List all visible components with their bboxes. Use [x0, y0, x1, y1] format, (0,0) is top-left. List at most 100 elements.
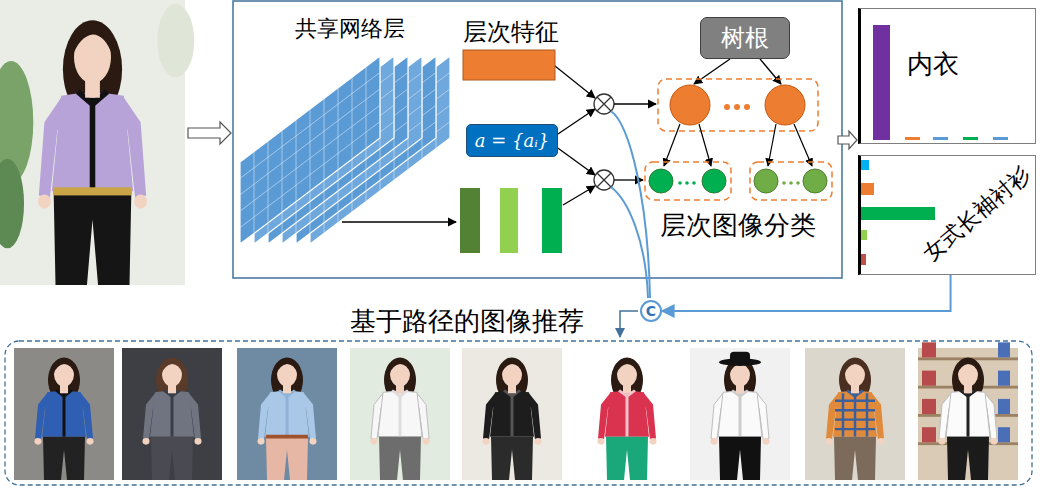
- ellipsis-dot: [724, 104, 730, 110]
- node-text: 共享网络层: [295, 16, 405, 42]
- attention-box: a = {aᵢ}: [466, 124, 559, 157]
- result-photo: [161, 358, 183, 374]
- score-bar: [861, 183, 874, 195]
- result-photo: [844, 358, 866, 374]
- score-bar: [861, 207, 935, 220]
- result-photo: [511, 393, 514, 436]
- feature-map: [296, 120, 297, 202]
- feature-map: [310, 109, 311, 191]
- framework-frame: [233, 1, 842, 278]
- feature-bar: [500, 188, 518, 253]
- result-photo: [35, 438, 42, 445]
- result-photo: [826, 438, 833, 445]
- ellipsis-dot: [685, 181, 689, 185]
- class-node: [803, 169, 827, 193]
- class-node: [670, 85, 710, 125]
- node-text: 层次特征: [455, 18, 567, 47]
- hollow-arrow: [838, 131, 857, 149]
- tree-edge: [699, 124, 711, 166]
- class-node: [754, 169, 778, 193]
- result-photo: [423, 438, 430, 445]
- result-photo: [998, 371, 1010, 386]
- tree-edge: [768, 124, 776, 166]
- result-photo: [389, 358, 411, 374]
- node-text: 树根: [721, 24, 769, 53]
- path-connector: [662, 275, 951, 311]
- tree-edge: [794, 124, 812, 166]
- result-photo: [866, 393, 869, 436]
- ellipsis-dot: [782, 181, 786, 185]
- feature-map: [254, 151, 255, 233]
- result-photo: [462, 348, 562, 480]
- result-photo: [922, 427, 936, 442]
- result-photo: [258, 438, 265, 445]
- query-photo: [90, 98, 96, 192]
- result-photo: [947, 437, 989, 480]
- result-photo: [805, 348, 905, 480]
- product-symbol: [597, 173, 611, 187]
- result-photo: [276, 358, 298, 374]
- flow-arrow: [555, 66, 595, 98]
- result-photo: [350, 348, 450, 480]
- score-bar: [861, 160, 869, 170]
- result-photo: [998, 399, 1010, 414]
- query-photo: [157, 4, 194, 77]
- feature-map: [282, 130, 283, 212]
- result-photo: [922, 399, 936, 414]
- dashed-group: [658, 79, 818, 131]
- class-node: [765, 85, 805, 125]
- shared-layer-stack: 共享网络层: [240, 16, 455, 256]
- query-photo: [38, 194, 51, 208]
- result-photo: [87, 438, 94, 445]
- ellipsis-dot: [678, 181, 682, 185]
- feature-map: [338, 88, 339, 170]
- result-photo: [922, 371, 936, 386]
- result-photo: [14, 348, 114, 480]
- result-photo: [171, 393, 174, 436]
- feature-map: [366, 67, 367, 149]
- result-photo: [805, 348, 905, 480]
- result-photo: [939, 438, 946, 445]
- result-photo: [143, 438, 150, 445]
- result-photo: [371, 438, 378, 445]
- feature-map: [324, 98, 325, 180]
- result-photo: [606, 437, 648, 480]
- feature-map: [240, 56, 380, 244]
- label-holder: 层次图像分类: [660, 210, 816, 241]
- result-photo: [957, 358, 979, 374]
- result-photo: [577, 348, 677, 480]
- result-photo: [626, 393, 629, 436]
- result-photo: [967, 393, 970, 436]
- flow-arrow: [614, 103, 656, 104]
- query-photo: [0, 159, 24, 249]
- flow-arrow: [342, 221, 456, 222]
- product-symbol: [597, 97, 611, 111]
- result-photo: [286, 393, 289, 436]
- ellipsis-dot: [744, 104, 750, 110]
- feature-map: [240, 105, 380, 211]
- result-photo: [922, 342, 936, 357]
- score-bar: [963, 137, 978, 140]
- result-photo: [730, 352, 750, 362]
- class-node: [702, 169, 726, 193]
- result-photo: [43, 437, 85, 480]
- score-chart: 女式长袖衬衫: [858, 155, 1036, 275]
- query-photo: [0, 0, 194, 285]
- hierarchical-feature: 层次特征: [455, 18, 567, 82]
- score-bar: [861, 254, 866, 265]
- result-photo: [483, 438, 490, 445]
- result-photo: [834, 437, 876, 480]
- ellipsis-dot: [734, 104, 740, 110]
- result-photo: [719, 437, 761, 480]
- result-photo: [690, 348, 790, 480]
- score-bar: [933, 137, 948, 140]
- feature-bar: [542, 188, 562, 253]
- label-holder: 基于路径的图像推荐: [350, 306, 584, 337]
- score-bar: [993, 137, 1008, 140]
- result-photo: [122, 348, 222, 480]
- class-node: [649, 169, 673, 193]
- score-chart: 内衣: [858, 8, 1036, 144]
- score-bar: [861, 230, 867, 240]
- path-curve: [611, 187, 648, 298]
- dashed-group: [645, 162, 731, 200]
